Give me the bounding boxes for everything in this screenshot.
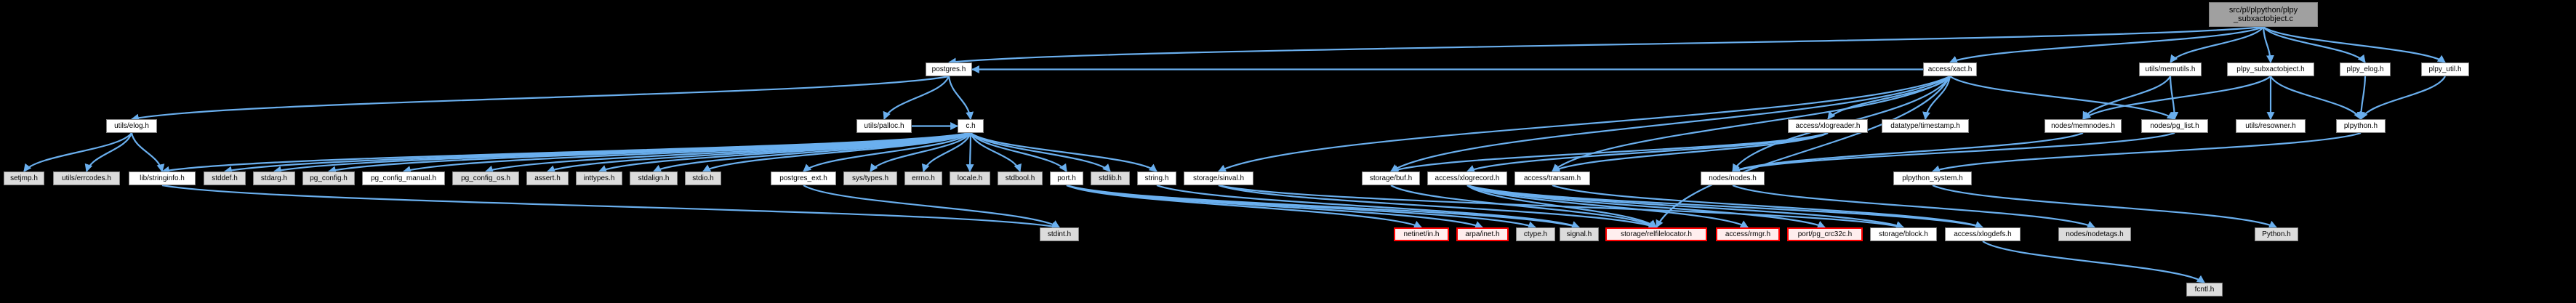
graph-node-port-h[interactable]: port.h — [1050, 171, 1083, 185]
graph-node-stdlib-h[interactable]: stdlib.h — [1091, 171, 1130, 185]
graph-node-plpy-util-h[interactable]: plpy_util.h — [2421, 62, 2469, 76]
graph-node-sys-types-h[interactable]: sys/types.h — [843, 171, 897, 185]
graph-node-stdarg-h[interactable]: stdarg.h — [253, 171, 295, 185]
graph-node-xlogreader-h[interactable]: access/xlogreader.h — [1788, 119, 1868, 133]
graph-node-stdint-h[interactable]: stdint.h — [1040, 227, 1079, 241]
graph-node-pg-crc32c-h[interactable]: port/pg_crc32c.h — [1787, 227, 1863, 241]
graph-node-pg-cfg-manual-h[interactable]: pg_config_manual.h — [362, 171, 445, 185]
graph-node-postgres-ext-h[interactable]: postgres_ext.h — [771, 171, 836, 185]
graph-node-c-h[interactable]: c.h — [958, 119, 984, 133]
graph-node-netinet-in-h[interactable]: netinet/in.h — [1394, 227, 1449, 241]
graph-node-utils-elog-h[interactable]: utils/elog.h — [106, 119, 157, 133]
graph-node-plpython-sys-h[interactable]: plpython_system.h — [1893, 171, 1972, 185]
graph-node-locale-h[interactable]: locale.h — [950, 171, 990, 185]
graph-node-stddef-h[interactable]: stddef.h — [204, 171, 246, 185]
graph-node-memnodes-h[interactable]: nodes/memnodes.h — [2045, 119, 2122, 133]
graph-node-fcntl-h[interactable]: fcntl.h — [2186, 283, 2223, 296]
graph-node-stdbool-h[interactable]: stdbool.h — [998, 171, 1043, 185]
graph-node-setjmp-h[interactable]: setjmp.h — [4, 171, 44, 185]
graph-node-plpy-elog-h[interactable]: plpy_elog.h — [2340, 62, 2391, 76]
graph-node-storage-buf-h[interactable]: storage/buf.h — [1362, 171, 1420, 185]
graph-node-timestamp-h[interactable]: datatype/timestamp.h — [1882, 119, 1969, 133]
graph-node-plpython-h[interactable]: plpython.h — [2336, 119, 2386, 133]
graph-node-plpy-subxact-h[interactable]: plpy_subxactobject.h — [2227, 62, 2314, 76]
graph-node-stringinfo-h[interactable]: lib/stringinfo.h — [129, 171, 196, 185]
graph-node-errno-h[interactable]: errno.h — [904, 171, 942, 185]
graph-node-root[interactable]: src/pl/plpython/plpy _subxactobject.c — [2209, 2, 2318, 27]
graph-node-assert-h[interactable]: assert.h — [526, 171, 569, 185]
graph-node-pg-config-os-h[interactable]: pg_config_os.h — [452, 171, 519, 185]
graph-node-pg-list-h[interactable]: nodes/pg_list.h — [2141, 119, 2208, 133]
graph-node-xlogdefs-h[interactable]: access/xlogdefs.h — [1945, 227, 2021, 241]
graph-node-python-h[interactable]: Python.h — [2255, 227, 2298, 241]
graph-node-transam-h[interactable]: access/transam.h — [1514, 171, 1590, 185]
graph-node-sinval-h[interactable]: storage/sinval.h — [1184, 171, 1253, 185]
graph-node-string-h[interactable]: string.h — [1137, 171, 1176, 185]
graph-node-ctype-h[interactable]: ctype.h — [1516, 227, 1555, 241]
graph-node-pg-config-h[interactable]: pg_config.h — [302, 171, 355, 185]
graph-node-signal-h[interactable]: signal.h — [1560, 227, 1599, 241]
graph-node-utils-palloc-h[interactable]: utils/palloc.h — [856, 119, 912, 133]
graph-node-nodes-nodes-h[interactable]: nodes/nodes.h — [1701, 171, 1765, 185]
graph-node-relfilelocator-h[interactable]: storage/relfilelocator.h — [1605, 227, 1707, 241]
graph-node-stdalign-h[interactable]: stdalign.h — [630, 171, 678, 185]
graph-node-access-xact-h[interactable]: access/xact.h — [1923, 62, 1977, 76]
graph-node-utils-memutils-h[interactable]: utils/memutils.h — [2139, 62, 2202, 76]
graph-node-resowner-h[interactable]: utils/resowner.h — [2236, 119, 2306, 133]
graph-node-access-rmgr-h[interactable]: access/rmgr.h — [1716, 227, 1780, 241]
graph-node-nodetags-h[interactable]: nodes/nodetags.h — [2058, 227, 2131, 241]
graph-node-storage-block-h[interactable]: storage/block.h — [1870, 227, 1937, 241]
graph-node-xlogrecord-h[interactable]: access/xlogrecord.h — [1427, 171, 1507, 185]
graph-node-postgres-h[interactable]: postgres.h — [926, 62, 972, 76]
graph-node-errcodes-h[interactable]: utils/errcodes.h — [53, 171, 120, 185]
graph-node-arpa-inet-h[interactable]: arpa/inet.h — [1456, 227, 1509, 241]
graph-node-stdio-h[interactable]: stdio.h — [685, 171, 721, 185]
graph-node-inttypes-h[interactable]: inttypes.h — [576, 171, 622, 185]
